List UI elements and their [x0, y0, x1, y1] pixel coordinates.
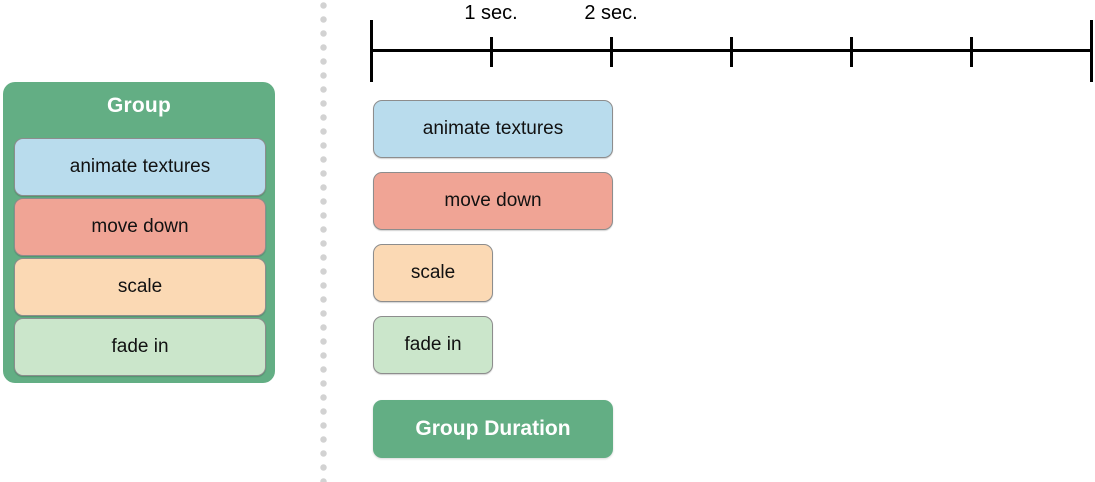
- ruler-tick: [610, 37, 613, 67]
- ruler-tick: [970, 37, 973, 67]
- group-row-label: scale: [117, 276, 163, 297]
- dotted-divider: [320, 2, 327, 482]
- timeline-bar[interactable]: move down: [373, 172, 613, 230]
- ruler-tick: [1090, 20, 1093, 82]
- group-row[interactable]: move down: [14, 198, 266, 256]
- group-row-label: animate textures: [69, 156, 211, 177]
- timeline-bar[interactable]: fade in: [373, 316, 493, 374]
- group-panel[interactable]: Group animate textures move down scale fade…: [3, 82, 275, 383]
- ruler-tick: [730, 37, 733, 67]
- group-row[interactable]: animate textures: [14, 138, 266, 196]
- group-duration-bar-label: Group Duration: [415, 417, 571, 440]
- group-row-label: move down: [91, 216, 189, 237]
- ruler-tick: [370, 20, 373, 82]
- group-row[interactable]: fade in: [14, 318, 266, 376]
- timeline-bar-label: move down: [444, 190, 542, 211]
- ruler-tick-label: 1 sec.: [464, 2, 518, 24]
- timeline-bar[interactable]: animate textures: [373, 100, 613, 158]
- ruler-tick: [850, 37, 853, 67]
- group-row[interactable]: scale: [14, 258, 266, 316]
- timeline-bar[interactable]: scale: [373, 244, 493, 302]
- ruler-tick-label: 2 sec.: [584, 2, 638, 24]
- timeline-ruler: 1 sec. 2 sec.: [0, 0, 1095, 90]
- group-row-label: fade in: [111, 336, 169, 357]
- group-duration-bar[interactable]: Group Duration: [373, 400, 613, 458]
- timeline-bar-label: scale: [410, 262, 456, 283]
- group-panel-title: Group: [107, 94, 171, 117]
- timeline-bar-label: animate textures: [422, 118, 564, 139]
- timeline-bar-label: fade in: [404, 334, 462, 355]
- ruler-tick: [490, 37, 493, 67]
